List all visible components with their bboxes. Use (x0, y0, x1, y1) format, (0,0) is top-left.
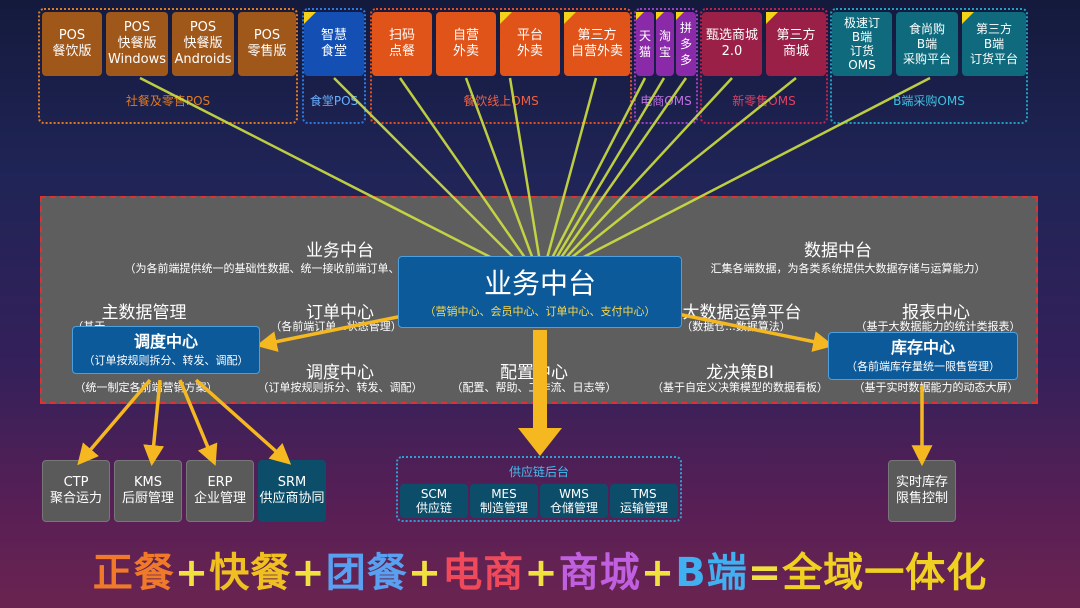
pos-retail-box: POS 零售版 (238, 12, 296, 76)
platform-delivery-box: 平台 外卖 (500, 12, 560, 76)
canteen-corner-marker (304, 12, 316, 24)
report-center-subtitle: （基于大数据能力的统计类报表） (855, 320, 1021, 333)
link-platform (508, 77, 542, 263)
link-thirdmall (565, 77, 797, 263)
pinduoduo-box: 拼 多 多 (676, 12, 696, 76)
slogan-part: 商城 (558, 550, 641, 596)
link-b2b (573, 76, 931, 264)
slogan-part: 电商 (442, 550, 525, 596)
canteen-group-label: 食堂POS (309, 94, 359, 108)
link-scan (398, 77, 530, 263)
slogan: 正餐+快餐+团餐+电商+商城+B端=全域一体化 (0, 540, 1080, 598)
pinduoduo-corner (676, 12, 684, 20)
scan-order-box: 扫码 点餐 (372, 12, 432, 76)
data-platform-title: 数据中台 (804, 241, 872, 261)
wms-box: WMS 仓储管理 (540, 484, 608, 518)
catering-group (370, 8, 632, 124)
slogan-part: = (747, 550, 783, 596)
inventory-callout-title: 库存中心 (890, 338, 955, 357)
foodie-purchase-box: 食尚购 B端 采购平台 (896, 12, 958, 76)
dispatch-center-title: 调度中心 (306, 363, 374, 383)
scm-box: SCM 供应链 (400, 484, 468, 518)
pos-fastfood-android-box: POS 快餐版 Androids (172, 12, 234, 76)
master-data-title: 主数据管理 (101, 303, 187, 323)
platform-delivery-corner (500, 12, 512, 24)
inventory-callout: 库存中心 （各前端库存量统一限售管理） (828, 332, 1018, 380)
slogan-part: + (524, 550, 559, 596)
inventory-callout-subtitle: （各前端库存量统一限售管理） (846, 360, 1000, 373)
link-thirdparty (544, 77, 598, 263)
report-center-title: 报表中心 (902, 303, 970, 323)
link-kms (143, 379, 165, 467)
retail-group (700, 8, 828, 124)
dispatch-callout-title: 调度中心 (133, 332, 198, 351)
slogan-part: + (640, 550, 676, 596)
link-mall (561, 77, 733, 263)
slogan-part: + (174, 550, 210, 596)
order-center-title: 订单中心 (306, 303, 374, 323)
pos-group (38, 8, 298, 124)
link-tmall (548, 77, 647, 263)
link-erp (178, 379, 218, 466)
dragon-bi-title: 龙决策BI (706, 363, 774, 383)
bigdata-title: 大数据运算平台 (682, 303, 802, 323)
canteen-group (302, 8, 366, 124)
supply-chain-label: 供应链后台 (508, 465, 569, 479)
third-party-mall-corner (766, 12, 778, 24)
link-pdd (556, 77, 688, 263)
taobao-corner (656, 12, 664, 20)
tms-box: TMS 运输管理 (610, 484, 678, 518)
pos-catering-box: POS 餐饮版 (42, 12, 102, 76)
kms-box: KMS 后厨管理 (114, 460, 182, 522)
business-platform-callout: 业务中台 （营销中心、会员中心、订单中心、支付中心） (398, 256, 682, 328)
ecommerce-group (634, 8, 698, 124)
realtime-stock-box: 实时库存 限售控制 (888, 460, 956, 522)
link-canteen (333, 77, 519, 263)
link-ctp (77, 378, 152, 466)
link-srm (194, 378, 292, 465)
ctp-box: CTP 聚合运力 (42, 460, 110, 522)
slogan-part: 全域一体化 (782, 550, 988, 596)
slogan-part: 快餐 (209, 550, 292, 596)
business-platform-callout-title: 业务中台 (483, 267, 596, 300)
link-taobao (552, 77, 666, 263)
pos-group-label: 社餐及零售POS (125, 94, 211, 108)
dispatch-center-subtitle: （订单按规则拆分、转发、调配） (257, 381, 423, 394)
b2b-group (830, 8, 1028, 124)
link-pos (139, 76, 501, 264)
slogan-part: + (291, 550, 326, 596)
link-self (464, 77, 536, 263)
taobao-box: 淘 宝 (656, 12, 674, 76)
slogan-part: + (407, 550, 443, 596)
erp-box: ERP 企业管理 (186, 460, 254, 522)
slogan-part: B端 (675, 550, 748, 596)
retail-group-label: 新零售OMS (732, 94, 796, 108)
slogan-part: 正餐 (92, 550, 175, 596)
dispatch-callout-subtitle: （订单按规则拆分、转发、调配） (83, 354, 249, 367)
catering-group-label: 餐饮线上OMS (463, 94, 539, 108)
dispatch-callout: 调度中心 （订单按规则拆分、转发、调配） (72, 326, 260, 374)
supply-chain-group (396, 456, 682, 522)
down-arrow-supply (518, 330, 562, 456)
data-platform-subtitle: 汇集各端数据，为各类系统提供大数据存储与运算能力） (710, 262, 986, 275)
tmall-corner (636, 12, 644, 20)
pos-fastfood-windows-box: POS 快餐版 Windows (106, 12, 168, 76)
self-delivery-box: 自营 外卖 (436, 12, 496, 76)
business-platform-callout-subtitle: （营销中心、会员中心、订单中心、支付中心） (424, 305, 656, 318)
b2b-group-label: B端采购OMS (893, 94, 965, 108)
mes-box: MES 制造管理 (470, 484, 538, 518)
express-order-box: 极速订 B端 订货 OMS (832, 12, 892, 76)
third-party-delivery-corner (564, 12, 576, 24)
slogan-part: 团餐 (325, 550, 408, 596)
third-party-b2b-corner (962, 12, 974, 24)
business-platform-subtitle: （为各前端提供统一的基础性数据、统一接收前端订单、 (124, 262, 400, 275)
realtime-screen-subtitle: （基于实时数据能力的动态大屏） (853, 381, 1019, 394)
srm-box: SRM 供应商协同 (258, 460, 326, 522)
tmall-box: 天 猫 (636, 12, 654, 76)
business-platform-title: 业务中台 (306, 241, 374, 261)
dragon-bi-subtitle: （基于自定义决策模型的数据看板） (652, 381, 828, 394)
selected-mall-box: 甄选商城 2.0 (702, 12, 762, 76)
